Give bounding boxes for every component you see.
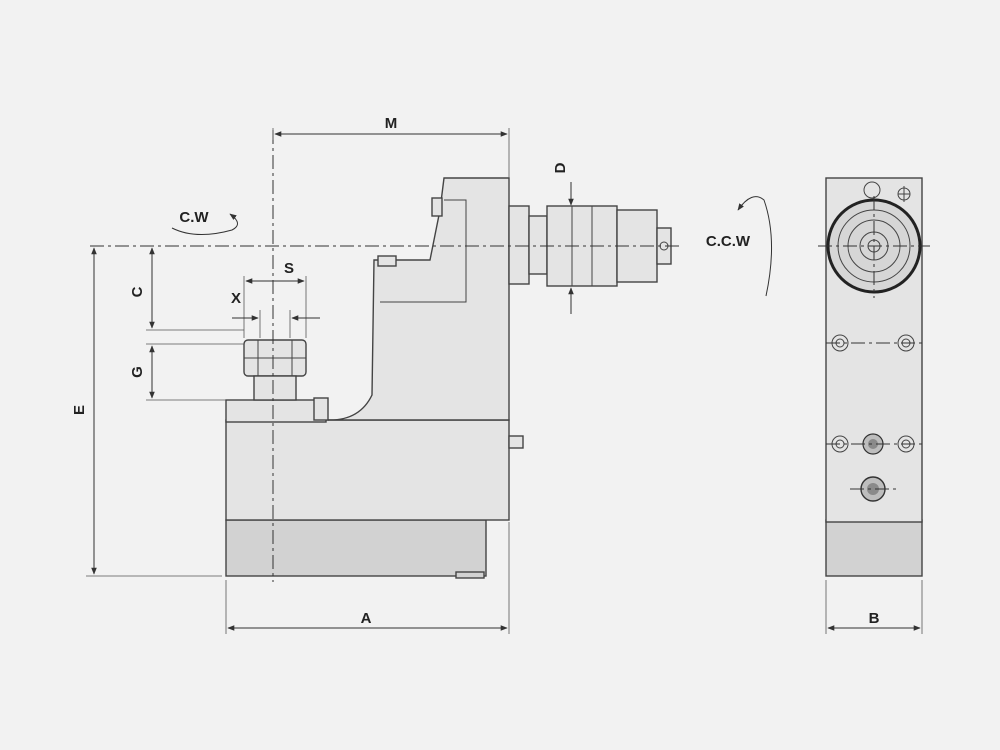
collet-seat-lip	[313, 397, 329, 421]
cw-rotation-arrow	[171, 213, 238, 235]
front-bolt-holes	[826, 334, 922, 502]
spindle-flange	[508, 205, 530, 285]
dim-label-s: S	[284, 260, 294, 277]
side-view: M D E C G S X A C.W	[71, 115, 772, 634]
ccw-rotation-arrow	[737, 196, 772, 297]
collet-neck	[253, 375, 297, 401]
upper-tab	[431, 197, 443, 217]
set-screw	[377, 255, 397, 267]
spindle-hub	[546, 205, 618, 287]
dim-label-a: A	[361, 610, 372, 627]
spindle-neck	[528, 215, 548, 275]
lower-body	[225, 419, 510, 521]
vertical-column	[328, 177, 510, 421]
rotation-label-cw: C.W	[179, 209, 209, 226]
dim-label-g: G	[129, 366, 146, 378]
base-foot	[455, 571, 485, 579]
front-base	[825, 519, 923, 577]
dim-label-e: E	[71, 405, 88, 415]
dim-label-m: M	[385, 115, 398, 132]
side-pin	[508, 435, 524, 449]
dim-label-x: X	[231, 290, 241, 307]
dim-label-c: C	[129, 286, 146, 297]
collet-seat	[225, 399, 327, 423]
dim-label-b: B	[869, 610, 880, 627]
rotation-label-ccw: C.C.W	[706, 233, 751, 250]
front-view: B	[818, 177, 930, 634]
base-block	[225, 519, 487, 577]
column-recess	[380, 199, 467, 303]
dim-label-d: D	[552, 162, 569, 173]
